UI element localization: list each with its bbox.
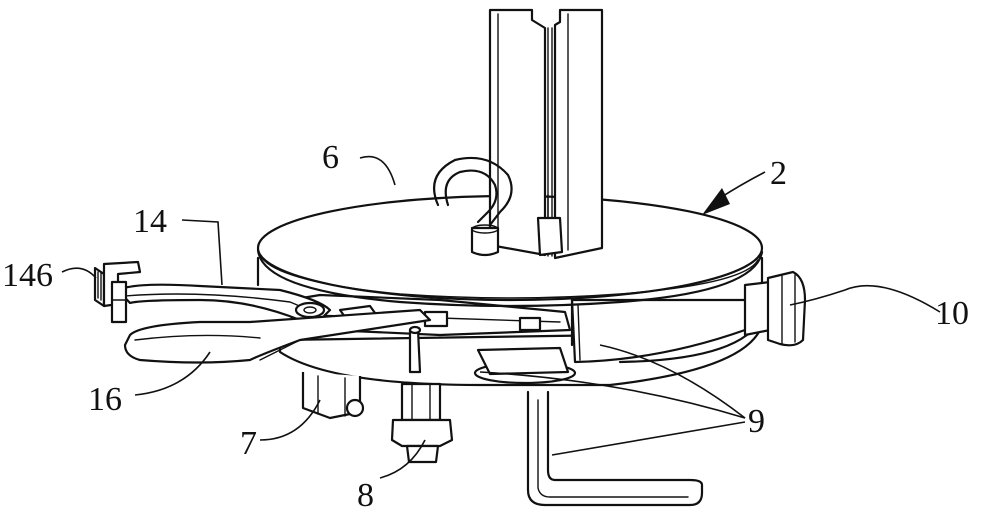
clamp-arm-14 — [116, 283, 332, 324]
arrowhead-2 — [702, 188, 730, 215]
label-146: 146 — [2, 257, 53, 294]
leader-lines — [61, 155, 941, 479]
label-7: 7 — [240, 425, 257, 462]
leader-9c — [551, 421, 746, 456]
part-10-nut — [743, 270, 807, 347]
part-7-nut — [301, 372, 365, 420]
leader-16 — [134, 351, 211, 396]
leader-9b — [479, 371, 746, 419]
label-16: 16 — [88, 381, 122, 418]
l-bracket — [526, 390, 704, 507]
part-146-clip — [93, 260, 142, 324]
label-10: 10 — [935, 295, 969, 332]
vertical-column — [488, 8, 604, 260]
leader-7 — [259, 399, 321, 441]
leader-146 — [61, 267, 97, 279]
leader-14 — [181, 219, 223, 286]
leader-8 — [379, 439, 426, 479]
leader-10 — [789, 284, 941, 313]
label-14: 14 — [133, 203, 167, 240]
lifting-eye — [433, 156, 513, 257]
leader-6 — [359, 155, 396, 186]
label-9: 9 — [748, 403, 765, 440]
label-6: 6 — [322, 139, 339, 176]
leader-2 — [719, 171, 766, 199]
part-8-bolt — [390, 382, 454, 464]
labels: 6 2 14 146 16 10 9 7 8 — [2, 139, 969, 514]
leader-9a — [599, 344, 746, 419]
label-8: 8 — [357, 477, 374, 514]
label-2: 2 — [770, 155, 787, 192]
clamp-arm-16 — [123, 308, 432, 364]
